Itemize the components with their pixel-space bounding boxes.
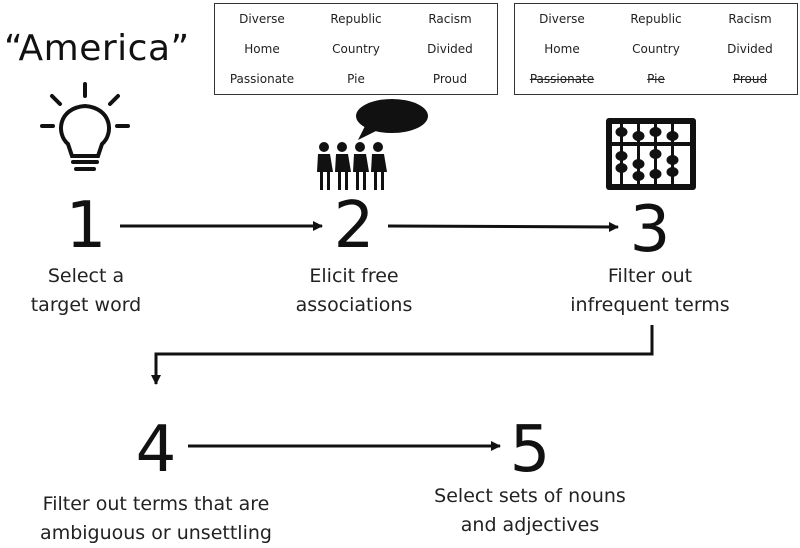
association-word: Home [244, 42, 280, 56]
kept-word: Country [632, 42, 680, 56]
flow-arrows [120, 221, 654, 451]
association-word: Diverse [239, 12, 285, 26]
people-speech-bubble-icon [317, 99, 428, 190]
filtered-out-word: Passionate [529, 72, 595, 86]
step-label-2-line1: Elicit free [309, 265, 399, 287]
association-word: Racism [428, 12, 472, 26]
association-word: Divided [427, 42, 473, 56]
step-label-4-line1: Filter out terms that are [42, 493, 270, 515]
step-label-1-line2: target word [30, 294, 142, 316]
association-word: Pie [347, 72, 365, 86]
step-label-1: Select a target word [0, 262, 172, 320]
step-label-3-line2: infrequent terms [570, 294, 730, 316]
arrow-3-to-4 [151, 325, 654, 385]
abacus-icon [606, 118, 696, 190]
step-label-2-line2: associations [295, 294, 413, 316]
kept-word: Diverse [539, 12, 585, 26]
step-label-1-line1: Select a [47, 265, 125, 287]
association-word: Proud [432, 72, 468, 86]
associations-box: Diverse Republic Racism Home Country Div… [214, 3, 498, 95]
step-number-2: 2 [333, 189, 375, 263]
filtered-out-word: Proud [732, 72, 768, 86]
arrow-2-to-3 [387, 221, 619, 232]
step-label-5-line1: Select sets of nouns [434, 485, 626, 507]
target-word: “America” [4, 28, 190, 69]
kept-word: Republic [630, 12, 682, 26]
kept-word: Home [544, 42, 580, 56]
association-word: Republic [330, 12, 382, 26]
kept-word: Divided [727, 42, 773, 56]
step-label-3-line1: Filter out [607, 265, 693, 287]
association-word: Passionate [229, 72, 295, 86]
filtered-out-word: Pie [647, 72, 665, 86]
step-label-3: Filter out infrequent terms [548, 262, 752, 320]
step-number-4: 4 [135, 413, 177, 487]
kept-word: Racism [728, 12, 772, 26]
step-number-1: 1 [65, 189, 107, 263]
step-label-2: Elicit free associations [262, 262, 446, 320]
association-word: Country [332, 42, 380, 56]
step-number-5: 5 [509, 413, 551, 487]
step-number-3: 3 [629, 193, 671, 267]
lightbulb-icon [40, 82, 130, 171]
